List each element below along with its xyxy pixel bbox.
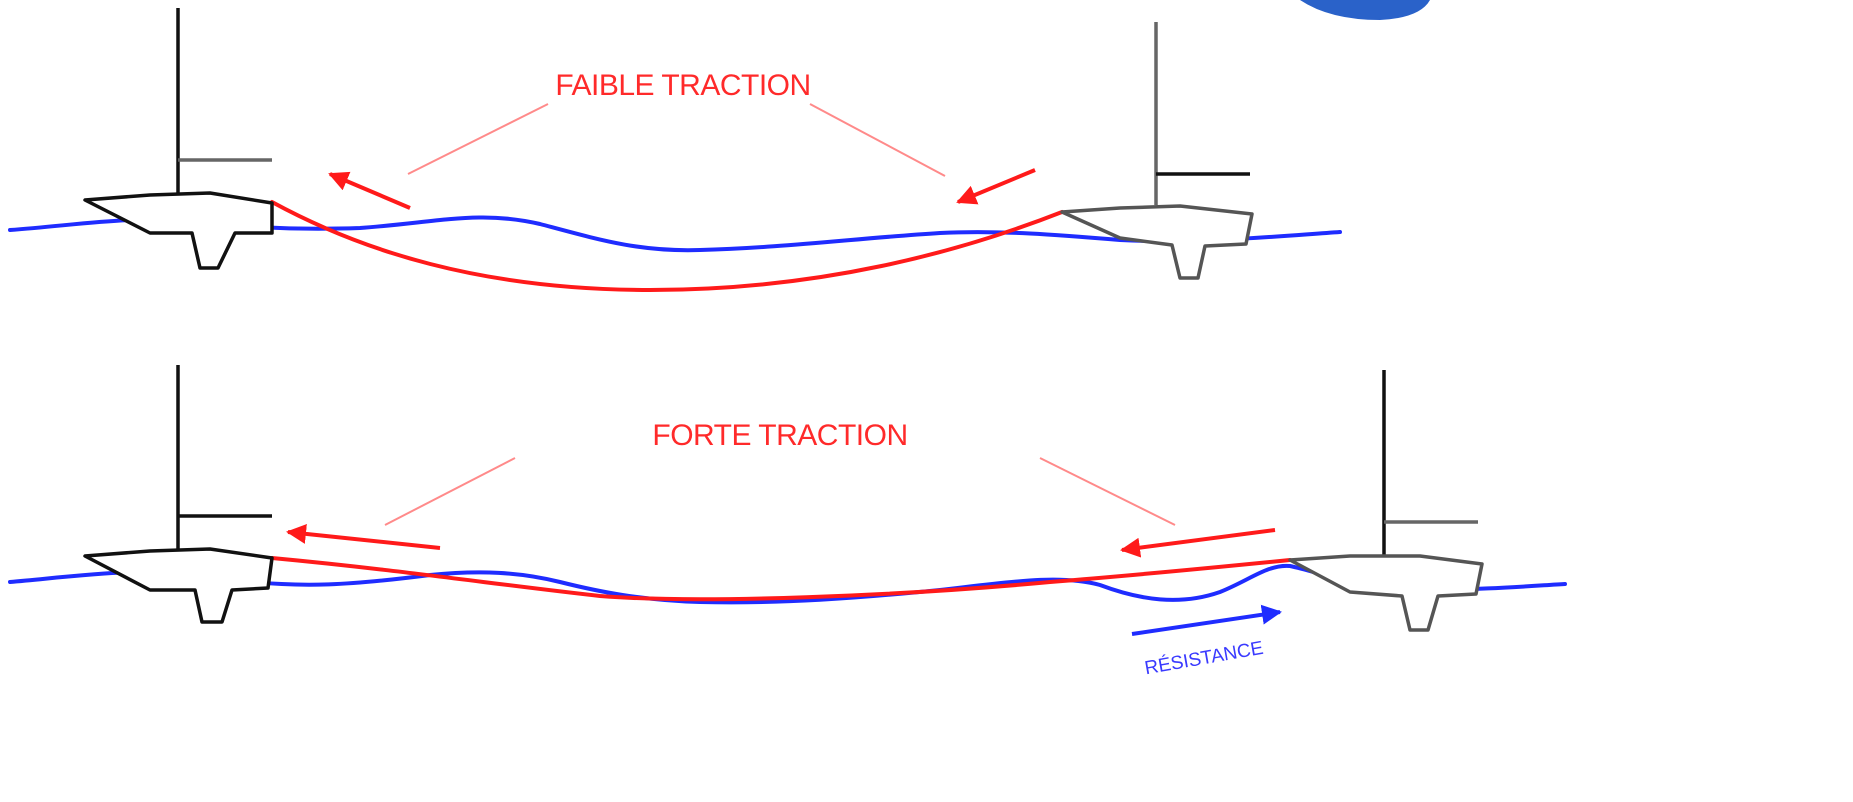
label-pointer-right — [809, 103, 946, 177]
tow-rope-bottom — [270, 556, 1292, 602]
label-pointer-left — [407, 103, 549, 175]
towing-diagram: FAIBLE TRACTION FORTE TRACTION RÉSISTANC… — [8, 0, 1567, 680]
tow-rope-top — [270, 200, 1064, 293]
boat-hull-icon — [1060, 204, 1254, 280]
towed-boat-top — [1060, 22, 1254, 280]
force-arrow-left — [328, 171, 411, 210]
label-pointer-right — [1039, 457, 1176, 526]
bottom-scene: FORTE TRACTION RÉSISTANCE — [8, 365, 1567, 680]
label-pointer-left — [384, 457, 516, 526]
towed-boat-bottom — [1288, 370, 1484, 632]
boat-hull-icon — [83, 191, 274, 270]
logo-fragment — [1300, 0, 1430, 20]
strong-traction-label: FORTE TRACTION — [652, 419, 907, 452]
lead-boat-top — [83, 8, 274, 270]
boat-hull-icon — [1288, 554, 1484, 632]
force-arrow-right — [956, 168, 1036, 205]
resistance-arrow — [1131, 604, 1282, 636]
lead-boat-bottom — [83, 365, 274, 624]
top-scene: FAIBLE TRACTION — [8, 8, 1342, 293]
force-arrow-right — [1120, 528, 1276, 558]
boat-hull-icon — [83, 547, 274, 624]
force-arrow-left — [286, 523, 441, 550]
weak-traction-label: FAIBLE TRACTION — [555, 69, 810, 102]
resistance-label: RÉSISTANCE — [1143, 638, 1265, 680]
